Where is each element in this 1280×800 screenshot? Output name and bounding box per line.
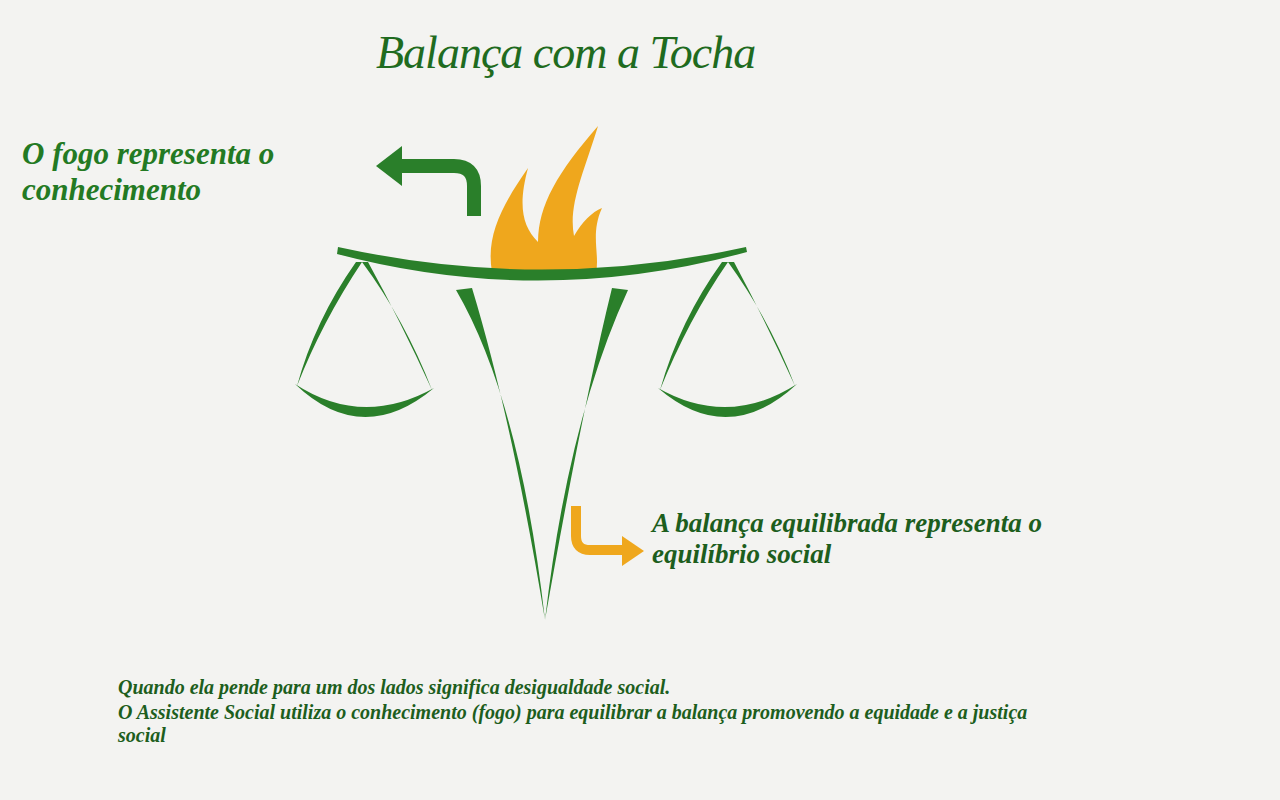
leader-arrow bbox=[576, 506, 624, 550]
leader-arrow bbox=[398, 166, 474, 216]
note-text: Quando ela pende para um dos lados signi… bbox=[118, 676, 1078, 699]
left-pan bbox=[295, 384, 434, 417]
callout-label: O fogo representa o conhecimento bbox=[22, 136, 352, 207]
arrow-head bbox=[376, 146, 402, 186]
scale-beam bbox=[337, 247, 747, 281]
diagram-title: Balança com a Tocha bbox=[376, 26, 755, 79]
right-string bbox=[728, 262, 795, 386]
callout-label: A balança equilibrada representa o equil… bbox=[652, 508, 1072, 570]
left-string bbox=[362, 262, 432, 390]
arrow-head bbox=[622, 536, 644, 566]
scale-stand bbox=[545, 288, 628, 620]
left-string bbox=[297, 262, 362, 386]
right-string bbox=[660, 262, 728, 390]
right-pan bbox=[658, 384, 797, 417]
torch-flame bbox=[491, 126, 602, 272]
scale-stand bbox=[456, 288, 545, 620]
note-text: O Assistente Social utiliza o conhecimen… bbox=[118, 701, 1053, 747]
